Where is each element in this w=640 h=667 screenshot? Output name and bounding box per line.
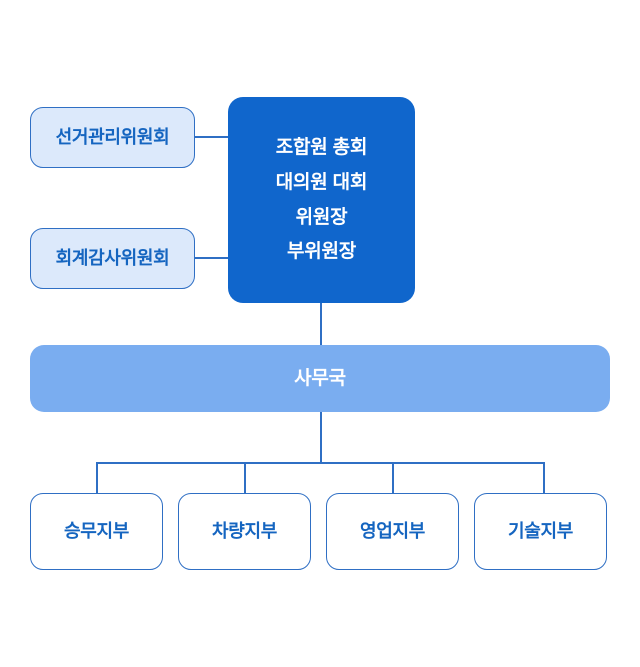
connector-drop-technical-branch [543, 462, 545, 494]
node-election-committee-label: 선거관리위원회 [55, 127, 170, 148]
node-general-assembly[interactable]: 조합원 총회 대의원 대회 위원장 부위원장 [228, 97, 415, 303]
node-technical-branch[interactable]: 기술지부 [474, 493, 607, 570]
node-audit-committee[interactable]: 회계감사위원회 [30, 228, 195, 289]
connector-audit-committee-to-assembly [195, 257, 228, 259]
node-general-assembly-line-2: 대의원 대회 [275, 171, 368, 193]
node-general-assembly-line-3: 위원장 [295, 206, 348, 228]
node-technical-branch-label: 기술지부 [507, 521, 574, 542]
node-sales-branch[interactable]: 영업지부 [326, 493, 459, 570]
node-election-committee[interactable]: 선거관리위원회 [30, 107, 195, 168]
node-vehicle-branch-label: 차량지부 [211, 521, 278, 542]
connector-branch-bus [96, 462, 545, 464]
node-general-assembly-line-1: 조합원 총회 [275, 137, 368, 159]
connector-drop-crew-branch [96, 462, 98, 494]
node-vehicle-branch[interactable]: 차량지부 [178, 493, 311, 570]
node-sales-branch-label: 영업지부 [359, 521, 426, 542]
node-secretariat[interactable]: 사무국 [30, 345, 610, 412]
connector-secretariat-drop [320, 412, 322, 463]
node-crew-branch[interactable]: 승무지부 [30, 493, 163, 570]
node-secretariat-label: 사무국 [294, 367, 346, 389]
connector-assembly-to-secretariat [320, 303, 322, 346]
node-audit-committee-label: 회계감사위원회 [55, 248, 170, 269]
connector-drop-vehicle-branch [244, 462, 246, 494]
connector-drop-sales-branch [392, 462, 394, 494]
node-crew-branch-label: 승무지부 [63, 521, 130, 542]
connector-election-committee-to-assembly [195, 136, 228, 138]
node-general-assembly-line-4: 부위원장 [286, 241, 357, 263]
